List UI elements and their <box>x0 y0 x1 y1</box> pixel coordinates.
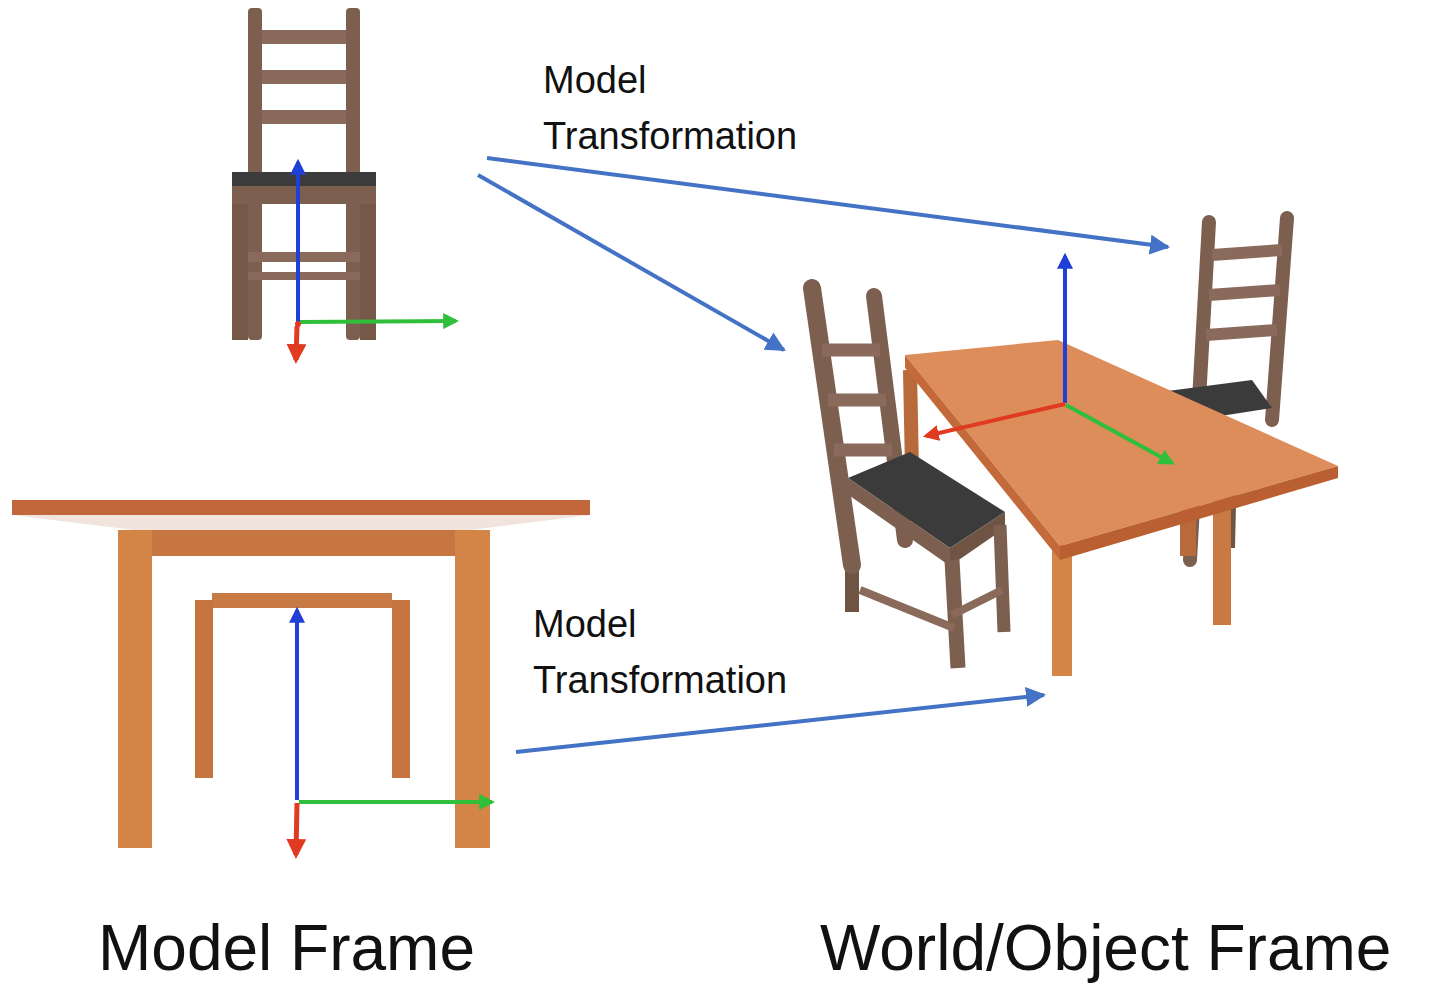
table-model-part <box>195 600 213 778</box>
table-model-part <box>12 500 590 515</box>
chair-model-part <box>248 252 360 262</box>
axes-world-part <box>1066 405 1172 463</box>
table-model-part <box>392 600 410 778</box>
chair-model-part <box>248 272 360 280</box>
axes-table <box>296 610 492 855</box>
axes-chair-part <box>296 326 297 360</box>
axes-world-part <box>1063 256 1067 403</box>
axes-table-part <box>296 803 297 855</box>
transformation-arrows <box>478 158 1168 752</box>
chair-world-front-part <box>822 344 880 357</box>
table-model-part <box>152 530 455 556</box>
table-model <box>12 500 590 848</box>
chair-world-front-part <box>860 590 954 628</box>
chair-world-back-part <box>1209 290 1280 295</box>
axes-chair <box>295 162 456 360</box>
chair-world-front-part <box>1000 525 1004 632</box>
table-model-part <box>212 593 392 608</box>
chair-model-part <box>232 204 248 340</box>
table-world-part <box>1060 466 1338 560</box>
axes-chair-part <box>300 321 456 322</box>
chair-world-front-part <box>848 478 950 566</box>
chair-world-front-part <box>834 444 892 457</box>
chair-world-front-part <box>828 394 886 407</box>
axes-chair-part <box>295 321 301 327</box>
axes-table-part <box>295 610 299 800</box>
transformation-arrows-part <box>487 158 1168 247</box>
transformation-arrows-part <box>478 175 784 350</box>
axes-table-part <box>299 800 492 804</box>
transform-label: Model Transformation <box>543 52 843 164</box>
transform-label: Model Transformation <box>533 596 833 708</box>
chair-world-back-part <box>1212 250 1282 255</box>
axes-world <box>926 256 1172 463</box>
frame-caption: World/Object Frame <box>820 910 1391 987</box>
chair-world-front-part <box>952 590 1002 615</box>
chair-model <box>232 8 376 340</box>
chair-world-front-part <box>812 288 852 565</box>
table-model-part <box>118 530 152 848</box>
chair-model-part <box>232 186 376 204</box>
chair-model-part <box>262 110 346 124</box>
chair-model-part <box>262 30 346 44</box>
transformation-arrows-part <box>516 695 1044 752</box>
table-world-part <box>1052 545 1072 676</box>
table-model-part <box>12 515 590 532</box>
frame-caption: Model Frame <box>98 910 475 987</box>
axes-chair-part <box>296 162 300 324</box>
chair-world-back-part <box>1206 330 1277 335</box>
chair-world-front <box>812 288 1005 668</box>
chair-model-part <box>232 172 376 186</box>
chair-model-part <box>262 70 346 84</box>
axes-world-part <box>926 404 1065 436</box>
